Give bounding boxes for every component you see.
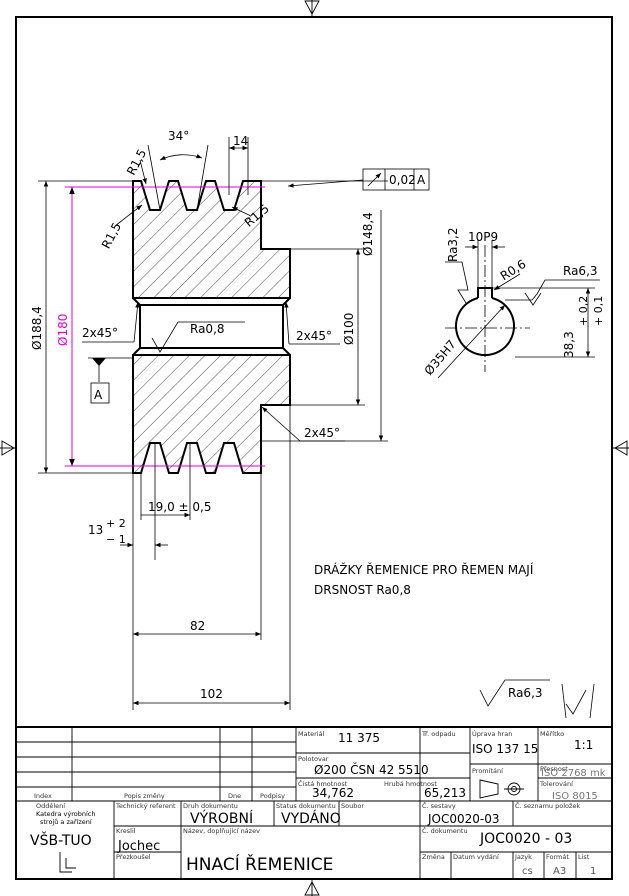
- tb-tolerancing: ISO 8015: [552, 791, 598, 802]
- roughness-keyway-side: Ra3,2: [446, 227, 460, 262]
- tb-label-format: Formát: [546, 853, 569, 861]
- tb-dept-line2: strojů a zařízení: [40, 818, 92, 826]
- tb-label-net-mass: Čistá hmotnost: [298, 779, 348, 788]
- dim-groove-angle: 34°: [168, 129, 189, 143]
- tb-org: VŠB-TUO: [30, 831, 92, 849]
- tb-label-edges: Úprava hran: [472, 729, 512, 738]
- tb-label-list: Č. seznamu položek: [515, 801, 580, 810]
- tb-label-checked: Přezkoušel: [116, 853, 151, 861]
- title-block: Materiál Polotovar Čistá hmotnost Hrubá …: [15, 726, 613, 880]
- tb-label-change-no: Změna: [422, 853, 445, 861]
- dim-keyway-width: 10P9: [468, 230, 498, 244]
- roughness-bore: Ra0,8: [190, 322, 225, 336]
- dim-width-82: 82: [190, 619, 205, 633]
- section-dimensions: [38, 137, 388, 710]
- tb-label-date: Dne: [228, 792, 241, 800]
- tb-format: A3: [553, 866, 566, 877]
- dim-keyway-depth-tol-upper: + 0,2: [577, 296, 590, 326]
- dim-outer-diameter: Ø188,4: [30, 306, 44, 350]
- tolerance-datum: A: [417, 173, 426, 187]
- tb-label-scale: Měřítko: [540, 730, 564, 738]
- dim-groove-pitch: 14: [233, 134, 248, 148]
- dim-pitch-diameter: Ø180: [56, 314, 70, 346]
- dim-edge-base: 13: [88, 523, 103, 537]
- tolerance-frame: [362, 168, 430, 191]
- tb-accuracy: ISO 2768 mk: [541, 768, 606, 779]
- tb-net-mass: 34,762: [312, 786, 354, 800]
- roughness-general: Ra6,3: [508, 686, 543, 700]
- tb-semi: Ø200 ČSN 42 5510: [314, 762, 429, 777]
- note-line-1: DRÁŽKY ŘEMENICE PRO ŘEMEN MAJÍ: [314, 562, 534, 577]
- tb-label-gross-mass: Hrubá hmotnost: [384, 780, 437, 788]
- dim-radius-1: R1,5: [124, 147, 149, 178]
- tolerance-value: 0,02: [389, 173, 416, 187]
- dim-chamfer-hub: 2x45°: [304, 426, 340, 440]
- tb-label-name: Název, doplňující název: [183, 827, 260, 835]
- dim-bore-diameter: Ø100: [342, 313, 356, 345]
- tb-doc-type: VÝROBNÍ: [190, 810, 253, 827]
- tb-doc-status: VYDÁNO: [281, 810, 341, 827]
- keyway-detail-view: [437, 240, 600, 379]
- tb-label-semi: Polotovar: [298, 755, 329, 763]
- tb-label-issue-date: Datum vydání: [453, 853, 499, 861]
- tb-doc-no: JOC0020 - 03: [479, 831, 572, 847]
- general-roughness-symbol: [479, 679, 595, 719]
- tb-label-doc-status: Status dokumentu: [276, 802, 336, 810]
- roughness-keyway-top: Ra6,3: [563, 264, 598, 278]
- dim-keyway-radius: R0,6: [498, 257, 529, 283]
- dim-chamfer-right: 2x45°: [296, 329, 332, 343]
- tb-sheet: 1: [590, 866, 596, 877]
- dim-chamfer-left: 2x45°: [82, 326, 118, 340]
- dimension-labels: 34° 14 R1,5 R1,5 R1,5 Ø188,4 Ø180 Ø148,4…: [30, 129, 605, 701]
- tb-part-name: HNACÍ ŘEMENICE: [186, 853, 333, 875]
- tb-drawn: Jochec: [117, 839, 160, 854]
- tb-label-accuracy: Přesnost: [540, 765, 568, 773]
- tb-label-drawn: Kreslil: [116, 827, 136, 835]
- tb-label-waste: Tř. odpadu: [421, 730, 456, 738]
- tb-label-change: Popis změny: [124, 792, 165, 800]
- tb-label-lang: Jazyk: [514, 853, 532, 861]
- tb-material: 11 375: [338, 731, 380, 745]
- tb-label-sheet: List: [578, 853, 590, 861]
- tb-label-signature: Podpisy: [260, 792, 285, 800]
- dim-bore-fit: Ø35H7: [422, 337, 459, 378]
- dim-radius-2: R1,5: [99, 220, 124, 251]
- datum-label: A: [94, 388, 103, 402]
- tb-label-doc-type: Druh dokumentu: [183, 802, 238, 810]
- dim-groove-offset: 19,0 ± 0,5: [148, 500, 212, 514]
- tb-label-doc-no: Č. dokumentu: [422, 826, 468, 835]
- tb-label-projection: Promítání: [472, 767, 503, 775]
- tb-label-index: Index: [34, 792, 52, 800]
- tb-edges: ISO 137 15: [472, 742, 538, 756]
- tb-assembly-no: JOC0020-03: [427, 812, 500, 826]
- dim-edge-tol-lower: − 1: [106, 533, 126, 546]
- tb-label-tech-ref: Technický referent: [115, 802, 176, 810]
- dim-hub-diameter: Ø148,4: [361, 212, 375, 256]
- tb-label-dept: Oddělení: [36, 802, 65, 810]
- tb-dept-line1: Katedra výrobních: [36, 810, 95, 818]
- tb-label-assembly: Č. sestavy: [422, 801, 456, 810]
- tb-label-material: Materiál: [298, 730, 325, 738]
- note-line-2: DRSNOST Ra0,8: [314, 583, 411, 597]
- tb-label-tolerancing: Tolerování: [539, 780, 573, 788]
- dim-keyway-depth-tol-lower: + 0,1: [592, 296, 605, 326]
- dim-edge-tol-upper: + 2: [106, 517, 126, 530]
- tb-gross-mass: 65,213: [424, 786, 466, 800]
- tb-lang: cs: [522, 866, 533, 877]
- tb-scale: 1:1: [574, 738, 593, 752]
- dim-width-102: 102: [200, 687, 223, 701]
- dim-keyway-depth: 38,3: [562, 331, 576, 358]
- tb-label-file: Soubor: [341, 802, 364, 810]
